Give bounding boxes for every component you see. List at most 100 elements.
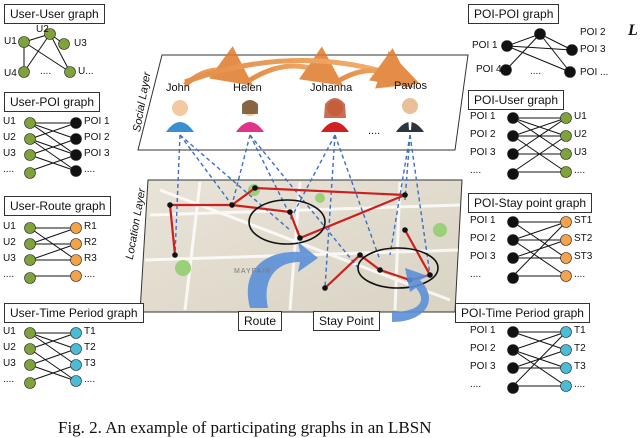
user-user-label: U3 (74, 38, 87, 49)
user_route-right-node (70, 254, 82, 266)
user_poi-left-label: U1 (3, 116, 16, 127)
poi_time-left-label: POI 1 (470, 325, 496, 336)
user_time-right-node (70, 375, 82, 387)
user_route-left-label: U1 (3, 221, 16, 232)
user_time-left-node (24, 343, 36, 355)
map-label: MAYFAIR (234, 268, 272, 275)
poi_time-left-node (507, 326, 519, 338)
user_route-right-node (70, 222, 82, 234)
panel-title-poi-poi: POI-POI graph (468, 4, 560, 24)
user_route-left-node (24, 222, 36, 234)
user_route-right-label: R2 (84, 237, 97, 248)
poi_stay-left-node (507, 252, 519, 264)
poi_stay-left-label: .... (470, 269, 482, 280)
graph-nodes (18, 28, 578, 394)
user-user-node (58, 38, 70, 50)
poi_stay-left-label: POI 3 (470, 251, 496, 262)
user_route-right-label: R3 (84, 253, 97, 264)
user_poi-left-label: U3 (3, 148, 16, 159)
user_poi-right-label: POI 3 (84, 148, 110, 159)
user_poi-right-node (70, 117, 82, 129)
poi_user-left-label: POI 3 (470, 147, 496, 158)
poi-poi-label: POI 2 (580, 27, 606, 38)
poi_stay-left-node (507, 216, 519, 228)
graph-edge (29, 243, 77, 261)
poi_user-left-label: POI 1 (470, 111, 496, 122)
graph-edge (29, 348, 77, 382)
poi_time-left-node (507, 362, 519, 374)
poi_user-right-node (560, 112, 572, 124)
panel-title-poi-user: POI-User graph (468, 90, 565, 110)
person-john-icon (166, 100, 194, 132)
graph-edge (29, 122, 77, 156)
route-callout-arrow (247, 242, 318, 308)
poi-poi-node (501, 40, 513, 52)
user_time-left-label: U2 (3, 342, 16, 353)
stay-point-callout: Stay Point (313, 311, 380, 331)
poi-poi-node (564, 66, 576, 78)
user_time-right-label: T3 (84, 358, 96, 369)
poi_user-right-label: U3 (574, 147, 587, 158)
user-user-more-label: .... (40, 66, 52, 77)
user-user-node (44, 28, 56, 40)
graph-edge (29, 332, 77, 350)
user_time-left-node (24, 327, 36, 339)
user_time-left-label: .... (3, 374, 15, 385)
poi-poi-node (566, 44, 578, 56)
poi-poi-node (500, 64, 512, 76)
poi_time-left-node (507, 382, 519, 394)
user_time-right-label: T2 (84, 342, 96, 353)
poi_stay-right-node (560, 270, 572, 282)
user_poi-right-node (70, 133, 82, 145)
user_route-right-label: .... (84, 269, 96, 280)
user_route-left-label: .... (3, 269, 15, 280)
graph-edge (29, 138, 77, 172)
user-user-label: U1 (4, 36, 17, 47)
graph-edges (23, 33, 573, 387)
poi_user-left-label: POI 2 (470, 129, 496, 140)
graph-edge (23, 41, 71, 73)
route-ellipse (248, 199, 326, 245)
panel-title-user-route: User-Route graph (4, 196, 112, 216)
poi_user-right-node (560, 130, 572, 142)
user_route-left-node (24, 272, 36, 284)
social-arcs (183, 46, 420, 89)
panel-title-poi-time: POI-Time Period graph (455, 303, 590, 323)
user_poi-right-label: POI 2 (84, 132, 110, 143)
poi_stay-right-node (560, 234, 572, 246)
user_poi-left-node (24, 149, 36, 161)
poi_time-right-label: .... (574, 379, 586, 390)
user_time-right-node (70, 327, 82, 339)
poi_stay-left-node (507, 272, 519, 284)
user_route-right-node (70, 238, 82, 250)
panel-title-user-poi: User-POI graph (4, 92, 101, 112)
user_poi-left-node (24, 167, 36, 179)
user-user-label: U4 (4, 68, 17, 79)
graph-edge (512, 221, 567, 241)
user_time-left-node (24, 377, 36, 389)
user_route-left-node (24, 254, 36, 266)
poi_stay-left-label: POI 1 (470, 215, 496, 226)
user_time-right-node (70, 359, 82, 371)
poi-poi-node (534, 28, 546, 40)
user_route-left-label: U3 (3, 253, 16, 264)
poi-poi-label: POI 4 (476, 64, 502, 75)
poi_user-left-label: .... (470, 165, 482, 176)
graph-edge (506, 33, 541, 47)
person-name-john: John (166, 82, 190, 94)
figure-caption: Fig. 2. An example of participating grap… (58, 418, 432, 437)
poi_stay-right-label: .... (574, 269, 586, 280)
user_time-left-node (24, 359, 36, 371)
poi_user-right-label: U2 (574, 129, 587, 140)
panel-title-poi-stay: POI-Stay point graph (468, 193, 593, 213)
user_time-right-node (70, 343, 82, 355)
graph-edge (49, 33, 71, 73)
poi_user-left-node (507, 148, 519, 160)
user_poi-left-label: U2 (3, 132, 16, 143)
route-callout: Route (238, 311, 283, 331)
user_route-left-node (24, 238, 36, 250)
user-user-label: U2 (36, 24, 49, 35)
user_time-left-label: U3 (3, 358, 16, 369)
poi_stay-right-label: ST1 (574, 215, 593, 226)
poi_time-right-node (560, 344, 572, 356)
